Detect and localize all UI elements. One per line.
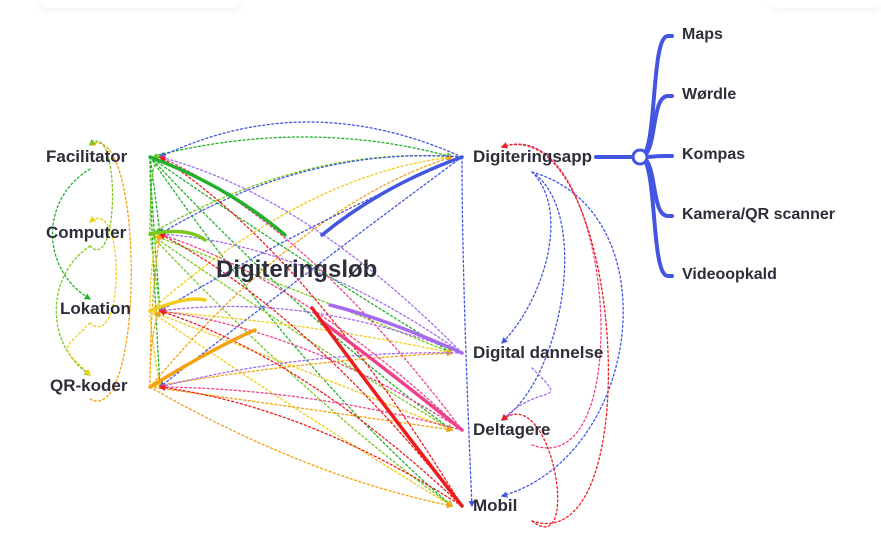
relation-arrow-facilitator-to-app: [149, 136, 454, 159]
top-shadow-right: [770, 0, 881, 8]
spoke-facilitator: [148, 155, 287, 237]
right-bow-mobil-to-app: [500, 142, 610, 525]
relation-arrow-qr-to-dannelse: [149, 350, 454, 388]
relation-arrow-mobil-to-qr: [158, 384, 463, 507]
branch-wordle[interactable]: Wørdle: [682, 86, 737, 103]
relation-arrow-deltagere-to-lokation: [158, 308, 463, 431]
relation-arrow-lokation-to-dannelse: [149, 310, 454, 356]
relation-arrow-lokation-to-mobil: [149, 310, 454, 507]
left-bow-computer-to-qr: [55, 245, 92, 376]
relation-arrow-computer-to-mobil: [149, 233, 454, 507]
relation-arrow-qr-to-app: [149, 155, 454, 388]
relation-arrow-dannelse-to-computer: [158, 231, 463, 354]
right-bow-deltagere-to-app: [500, 142, 602, 449]
left-bow-facilitator-to-lokation: [51, 168, 92, 300]
relation-arrow-mobil-to-lokation: [158, 309, 463, 507]
app-branches: [594, 34, 674, 278]
relation-arrow-lokation-to-qr: [149, 310, 163, 389]
left-bow-lokation-to-qr: [66, 322, 91, 376]
spoke-computer: [148, 229, 207, 242]
relation-arrow-computer-to-deltagere: [149, 233, 454, 431]
relation-arrow-mobil-to-computer: [158, 233, 463, 507]
relation-arrow-dannelse-to-facilitator: [158, 155, 463, 354]
relation-arrow-lokation-to-deltagere: [149, 310, 454, 432]
node-mobil[interactable]: Mobil: [473, 496, 518, 515]
app-branch-line-1: [638, 94, 674, 159]
relation-arrow-deltagere-to-qr: [158, 383, 463, 431]
branch-videoopkald[interactable]: Videoopkald: [682, 266, 777, 283]
relation-arrow-app-to-mobil: [461, 156, 476, 508]
node-digiteringsapp[interactable]: Digiteringsapp: [473, 147, 593, 166]
relation-arrow-deltagere-to-computer: [158, 232, 463, 431]
relation-arrow-facilitator-to-qr: [149, 156, 163, 389]
top-shadow-left: [40, 0, 240, 8]
branch-kamera-qr-scanner[interactable]: Kamera/QR scanner: [682, 206, 835, 223]
node-deltagere[interactable]: Deltagere: [473, 420, 551, 439]
thick-links: [148, 155, 464, 508]
right-bow-app-to-dannelse: [501, 171, 552, 344]
relation-arrow-mobil-to-facilitator: [158, 156, 463, 507]
relation-arrow-computer-to-app: [149, 153, 454, 235]
spoke-qr: [148, 328, 257, 389]
left-bow-qr-to-facilitator: [88, 139, 132, 402]
central-topic[interactable]: Digiteringsløb: [216, 256, 378, 283]
relation-arrow-app-to-facilitator: [158, 121, 463, 158]
relation-arrow-computer-to-facilitator: [149, 153, 162, 235]
spoke-mobil: [310, 306, 464, 508]
relation-arrow-qr-to-mobil: [149, 386, 454, 509]
relation-arrow-facilitator-to-dannelse: [149, 156, 454, 354]
node-qr-koder[interactable]: QR-koder: [50, 376, 128, 395]
relation-arrow-qr-to-deltagere: [149, 386, 454, 433]
left-bow-lokation-to-computer: [89, 216, 117, 328]
node-computer[interactable]: Computer: [46, 223, 127, 242]
app-branch-line-3: [638, 155, 674, 218]
right-bow-dannelse-to-deltagere: [501, 367, 552, 421]
node-digital-dannelse[interactable]: Digital dannelse: [473, 343, 604, 362]
left-bow-computer-to-facilitator: [89, 139, 114, 251]
branch-kompas[interactable]: Kompas: [682, 146, 746, 163]
node-facilitator[interactable]: Facilitator: [46, 147, 128, 166]
right-bow-app-to-mobil: [500, 171, 624, 498]
branch-maps[interactable]: Maps: [682, 26, 723, 43]
node-lokation[interactable]: Lokation: [60, 299, 131, 318]
relation-arrow-dannelse-to-qr: [158, 352, 463, 389]
right-bow-app-to-deltagere: [500, 171, 566, 421]
relation-arrow-app-to-computer: [158, 155, 463, 235]
relation-arrow-computer-to-dannelse: [149, 233, 454, 355]
app-branch-hub[interactable]: [631, 148, 649, 166]
spoke-app: [320, 155, 464, 237]
relation-arrow-facilitator-to-deltagere: [149, 156, 454, 431]
relation-arrow-facilitator-to-lokation: [149, 156, 163, 313]
spoke-dannelse: [328, 303, 464, 355]
dotted-links: [51, 121, 624, 528]
relation-arrow-qr-to-computer: [149, 232, 163, 388]
spoke-deltagere: [318, 318, 464, 432]
relation-arrow-dannelse-to-lokation: [158, 305, 463, 354]
spoke-lokation: [148, 297, 207, 313]
right-bow-mobil-to-deltagere: [500, 413, 559, 528]
